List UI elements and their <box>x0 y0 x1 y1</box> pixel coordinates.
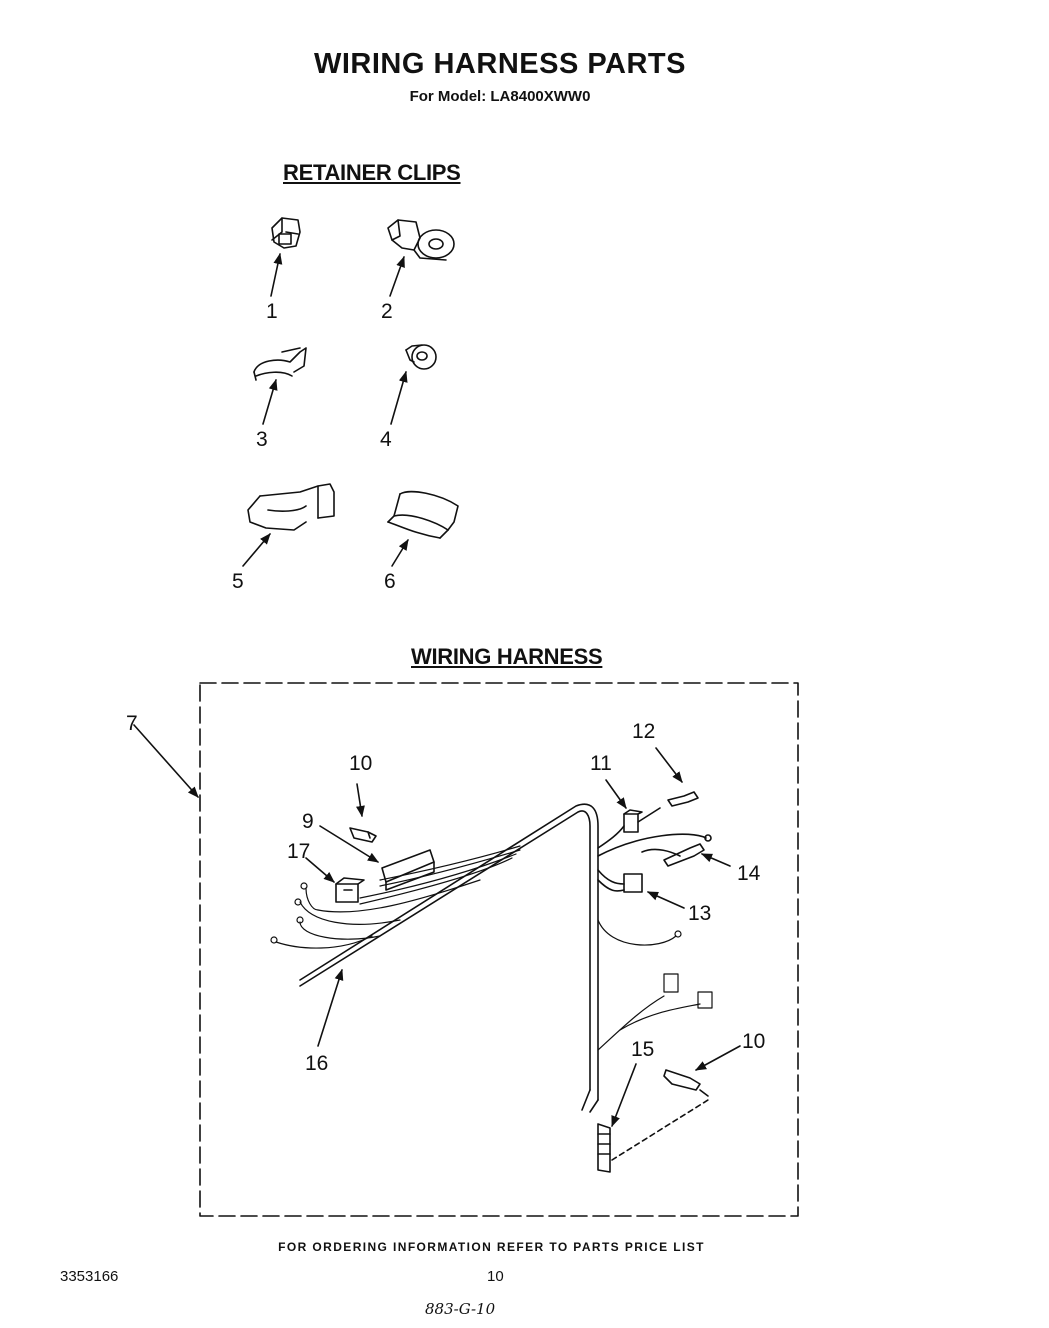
leader-arrow-16 <box>317 968 344 1047</box>
page-title: WIRING HARNESS PARTS <box>314 48 686 80</box>
terminal-10-right <box>663 1069 709 1097</box>
callout-11: 11 <box>590 752 612 775</box>
callout-17: 17 <box>287 840 310 863</box>
leader-arrow-9 <box>319 825 379 863</box>
callout-10-left: 10 <box>349 752 372 775</box>
harness-left-branches <box>270 845 521 949</box>
callout-5: 5 <box>232 570 244 593</box>
leader-arrow-10-right <box>695 1045 741 1071</box>
harness-right-branches <box>597 919 713 1051</box>
ordering-note: FOR ORDERING INFORMATION REFER TO PARTS … <box>278 1240 705 1254</box>
retainer-clip-3 <box>253 347 307 381</box>
leader-arrow-7 <box>133 724 199 798</box>
retainer-clip-4 <box>405 344 437 370</box>
harness-boundary-box <box>199 682 799 1217</box>
terminal-14 <box>597 833 712 867</box>
section-title-wiring-harness: WIRING HARNESS <box>411 644 603 669</box>
leader-arrow-4 <box>390 370 408 425</box>
callout-15: 15 <box>631 1038 654 1061</box>
harness-main-trunk <box>299 803 611 1173</box>
callout-2: 2 <box>381 300 393 323</box>
retainer-clip-2 <box>387 219 455 261</box>
terminal-12 <box>667 791 699 807</box>
callout-16: 16 <box>305 1052 328 1075</box>
callout-14: 14 <box>737 862 761 885</box>
leader-arrow-3 <box>262 378 278 425</box>
retainer-clip-6 <box>387 490 459 539</box>
connector-17 <box>335 877 365 903</box>
retainer-clip-1 <box>271 217 301 249</box>
handwritten-code: 883-G-10 <box>425 1300 496 1318</box>
connector-11 <box>597 807 661 849</box>
leader-arrow-5 <box>242 533 271 567</box>
terminal-10-left <box>349 827 377 843</box>
leader-arrow-1 <box>270 252 283 297</box>
model-subtitle: For Model: LA8400XWW0 <box>409 88 591 105</box>
leader-arrow-2 <box>389 255 405 297</box>
connector-15-link <box>611 1099 709 1161</box>
document-number: 3353166 <box>60 1268 119 1285</box>
page-number: 10 <box>487 1268 504 1285</box>
leader-arrow-10-left <box>356 783 365 818</box>
callout-3: 3 <box>256 428 268 451</box>
leader-arrow-15 <box>611 1063 637 1128</box>
leader-arrow-13 <box>646 891 685 909</box>
leader-arrow-11 <box>605 779 627 809</box>
callout-10-right: 10 <box>742 1030 765 1053</box>
callout-1: 1 <box>266 300 278 323</box>
callout-4: 4 <box>380 428 392 451</box>
callout-13: 13 <box>688 902 711 925</box>
callout-6: 6 <box>384 570 396 593</box>
leader-arrow-14 <box>700 853 731 867</box>
callout-7: 7 <box>126 712 138 735</box>
callout-12: 12 <box>632 720 655 743</box>
connector-9 <box>381 849 435 891</box>
leader-arrow-17 <box>305 857 335 883</box>
connector-13 <box>597 869 643 893</box>
leader-arrow-6 <box>391 539 409 567</box>
leader-arrow-12 <box>655 747 683 783</box>
retainer-clip-5 <box>247 483 335 531</box>
callout-9: 9 <box>302 810 314 833</box>
section-title-retainer-clips: RETAINER CLIPS <box>283 160 461 185</box>
